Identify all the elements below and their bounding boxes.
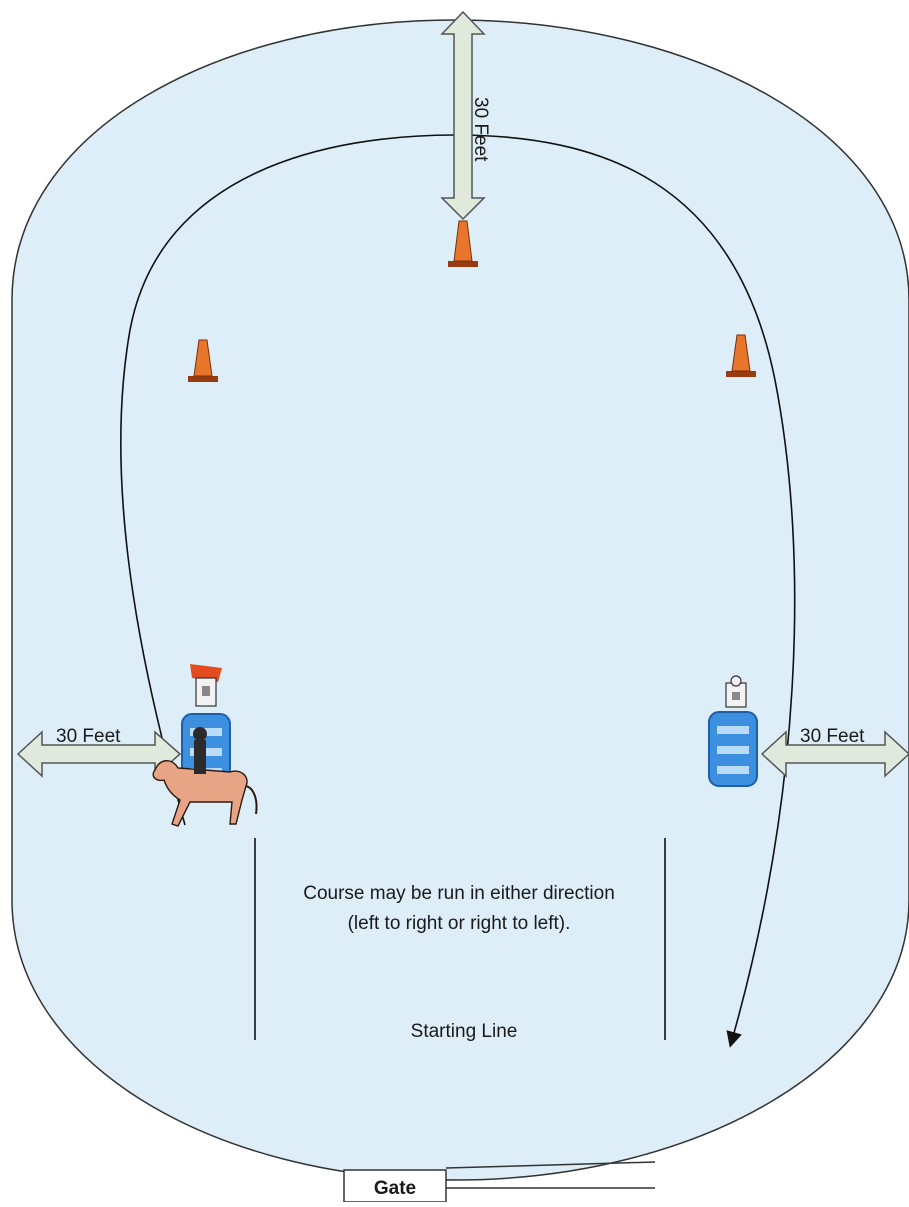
left-distance-arrow: [16, 730, 182, 778]
right-distance-arrow: [760, 730, 909, 778]
left-distance-label: 30 Feet: [56, 726, 121, 747]
traffic-cone-icon: [188, 339, 218, 382]
right-distance-label: 30 Feet: [800, 726, 865, 747]
barrel-icon: [708, 711, 758, 787]
starting-line-label: Starting Line: [411, 1021, 518, 1042]
top-distance-label: 30 Feet: [470, 97, 491, 162]
traffic-cone-icon: [448, 220, 478, 267]
traffic-cone-icon: [726, 334, 756, 377]
gate-swing-line: [445, 1161, 656, 1169]
gate-label: Gate: [374, 1178, 416, 1199]
arena-boundary: [11, 19, 909, 1181]
direction-note-line2: (left to right or right to left).: [348, 913, 571, 934]
horse-and-rider-icon: [152, 727, 258, 827]
marker-on-barrel-icon: [725, 675, 747, 708]
run-path: [120, 134, 796, 1048]
top-distance-arrow: [440, 10, 486, 221]
direction-note-line1: Course may be run in either direction: [303, 883, 615, 904]
flag-marker-icon: [190, 664, 222, 707]
gate-box: [343, 1169, 447, 1203]
